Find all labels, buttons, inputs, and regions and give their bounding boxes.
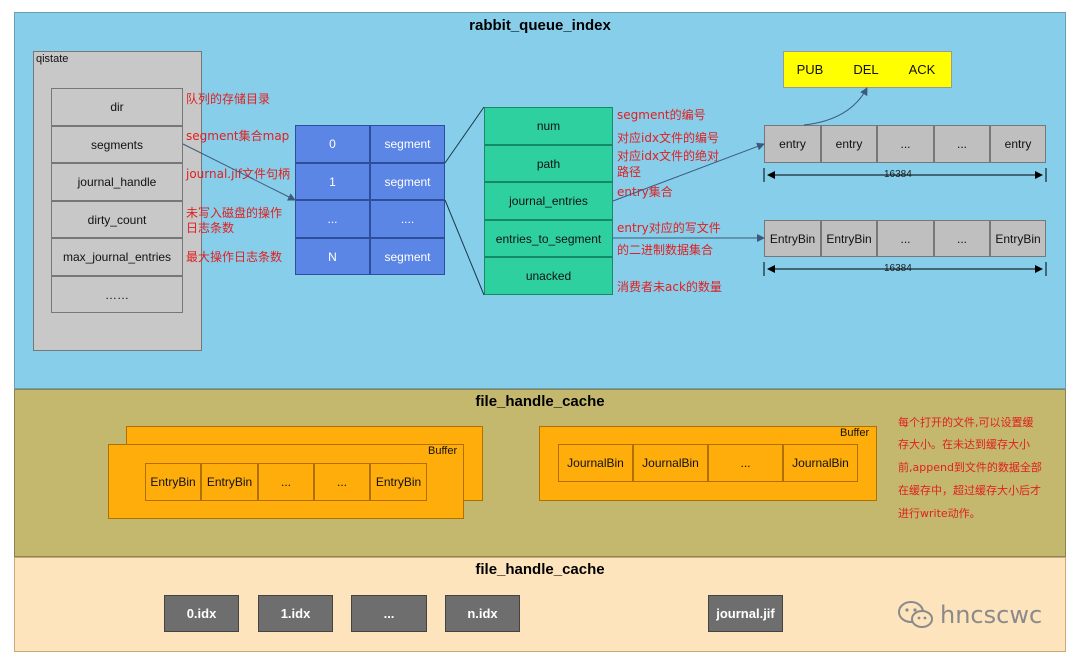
qistate-field-max-journal-entries: max_journal_entries — [51, 238, 183, 276]
note-path-1: 对应idx文件的编号 — [617, 131, 720, 145]
segment-value-n: segment — [370, 238, 445, 275]
qistate-field-more: …… — [51, 276, 183, 313]
note-entries-to-segment-1: entry对应的写文件 — [617, 221, 721, 235]
entry-cell-2: entry — [821, 125, 877, 163]
buffer-right-cell-2: JournalBin — [633, 444, 708, 482]
note-segments: segment集合map — [186, 129, 290, 143]
note-journal-handle: journal.jif文件句柄 — [186, 167, 291, 181]
entry-cell-3: ... — [877, 125, 934, 163]
segment-key-1: 1 — [295, 163, 370, 200]
note-journal-entries: entry集合 — [617, 185, 673, 199]
qistate-field-dir: dir — [51, 88, 183, 126]
note-max-journal-entries: 最大操作日志条数 — [186, 250, 283, 264]
note-path-2: 对应idx文件的绝对 — [617, 149, 720, 163]
buffer-left-cell-2: EntryBin — [201, 463, 258, 501]
segment-field-journal-entries: journal_entries — [484, 182, 613, 220]
note-entries-to-segment-2: 的二进制数据集合 — [617, 243, 714, 257]
qistate-field-dirty-count: dirty_count — [51, 201, 183, 238]
buffer-right-cell-4: JournalBin — [783, 444, 858, 482]
buffer-left-cell-1: EntryBin — [145, 463, 201, 501]
buffer-right-cell-3: ... — [708, 444, 783, 482]
file-journal-jif: journal.jif — [708, 595, 783, 632]
buffer-left-label: Buffer — [428, 445, 458, 457]
buffer-note-2: 存大小。在未达到缓存大小 — [898, 438, 1030, 451]
segments-to-map-arrow — [182, 143, 296, 201]
buffer-right-cell-1: JournalBin — [558, 444, 633, 482]
file-n-idx: n.idx — [445, 595, 520, 632]
buffer-note-4: 在缓存中，超过缓存大小后才 — [898, 484, 1041, 497]
segment-key-more: ... — [295, 200, 370, 238]
entrybin-cell-4: ... — [934, 220, 990, 257]
note-unacked: 消费者未ack的数量 — [617, 280, 722, 294]
files-section-title: file_handle_cache — [475, 561, 605, 578]
segment-key-0: 0 — [295, 125, 370, 163]
map-to-segment-bottom — [444, 199, 485, 296]
buffer-right-label: Buffer — [840, 427, 870, 439]
file-1-idx: 1.idx — [258, 595, 333, 632]
segment-field-num: num — [484, 107, 613, 145]
file-handle-cache-title: file_handle_cache — [475, 393, 605, 410]
segment-key-n: N — [295, 238, 370, 275]
segment-value-1: segment — [370, 163, 445, 200]
wechat-logo — [896, 599, 936, 631]
entry-to-pub-arrow — [803, 87, 868, 126]
wechat-icon — [898, 601, 933, 628]
entry-cell-1: entry — [764, 125, 821, 163]
queue-index-title: rabbit_queue_index — [469, 17, 611, 34]
note-num: segment的编号 — [617, 108, 706, 122]
ack-label: ACK — [908, 62, 936, 77]
buffer-note-5: 进行write动作。 — [898, 507, 981, 520]
qistate-label: qistate — [36, 53, 69, 65]
segment-field-entries-to-segment: entries_to_segment — [484, 220, 613, 257]
file-more: ... — [351, 595, 427, 632]
segment-value-0: segment — [370, 125, 445, 163]
entrybin-cell-2: EntryBin — [821, 220, 877, 257]
note-path-3: 路径 — [617, 165, 642, 179]
entrybin-cell-5: EntryBin — [990, 220, 1046, 257]
buffer-left-cell-3: ... — [258, 463, 314, 501]
segment-field-unacked: unacked — [484, 257, 613, 295]
entry-cell-5: entry — [990, 125, 1046, 163]
map-to-segment-top — [444, 106, 485, 164]
qistate-field-journal-handle: journal_handle — [51, 163, 183, 201]
note-dir: 队列的存储目录 — [186, 92, 271, 106]
file-0-idx: 0.idx — [164, 595, 239, 632]
pub-del-ack-box — [783, 51, 952, 88]
segment-field-path: path — [484, 145, 613, 182]
del-label: DEL — [853, 62, 879, 77]
buffer-note-1: 每个打开的文件,可以设置缓 — [898, 416, 1034, 429]
qistate-field-segments: segments — [51, 126, 183, 163]
entrybin-cell-1: EntryBin — [764, 220, 821, 257]
journal-entries-arrow — [612, 142, 765, 202]
buffer-left-cell-5: EntryBin — [370, 463, 427, 501]
buffer-note-3: 前,append到文件的数据全部 — [898, 461, 1042, 474]
entry-cell-4: ... — [934, 125, 990, 163]
note-dirty-count-1: 未写入磁盘的操作 — [186, 206, 283, 220]
entrybin-cell-3: ... — [877, 220, 934, 257]
segment-value-more: .... — [370, 200, 445, 238]
watermark-text: hncscwc — [940, 601, 1043, 629]
pub-label: PUB — [796, 62, 824, 77]
note-dirty-count-2: 日志条数 — [186, 221, 235, 235]
buffer-left-cell-4: ... — [314, 463, 370, 501]
